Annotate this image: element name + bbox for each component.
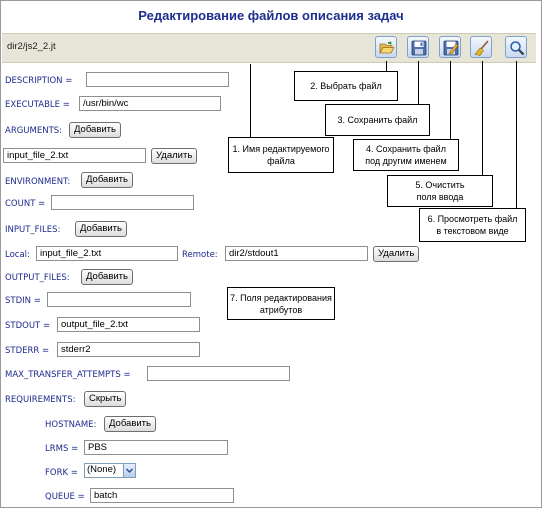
folder-open-icon xyxy=(379,41,395,54)
callout-1-leader xyxy=(250,64,251,137)
save-as-button[interactable] xyxy=(439,36,461,58)
stderr-label: STDERR = xyxy=(5,346,50,356)
broom-icon xyxy=(474,40,489,56)
description-label: DESCRIPTION = xyxy=(5,76,73,86)
file-name: dir2/js2_2.jt xyxy=(7,41,56,52)
max-transfer-attempts-label: MAX_TRANSFER_ATTEMPTS = xyxy=(5,370,131,380)
requirements-hide-button[interactable]: Скрыть xyxy=(84,391,127,407)
stdout-label: STDOUT = xyxy=(5,321,51,331)
chevron-down-icon xyxy=(123,464,135,477)
input-files-label: INPUT_FILES: xyxy=(5,225,61,235)
stdin-input[interactable] xyxy=(47,292,191,307)
callout-6-leader xyxy=(516,61,517,208)
queue-label: QUEUE = xyxy=(45,492,85,502)
callout-attribute-fields: 7. Поля редактирования атрибутов xyxy=(227,287,335,320)
file-toolbar: dir2/js2_2.jt xyxy=(2,33,536,63)
input-files-local-label: Local: xyxy=(5,250,30,260)
callout-clear-fields: 5. Очистить поля ввода xyxy=(387,175,493,207)
view-as-text-button[interactable] xyxy=(505,36,527,58)
input-files-remote-input[interactable]: dir2/stdout1 xyxy=(225,246,368,261)
stdin-label: STDIN = xyxy=(5,296,41,306)
argument-remove-button[interactable]: Удалить xyxy=(151,148,198,164)
floppy-disk-icon xyxy=(411,40,427,56)
callout-2-leader xyxy=(386,61,387,71)
count-label: COUNT = xyxy=(5,199,46,209)
output-files-label: OUTPUT_FILES: xyxy=(5,273,70,283)
count-input[interactable] xyxy=(51,195,194,210)
environment-label: ENVIRONMENT: xyxy=(5,177,71,187)
max-transfer-attempts-input[interactable] xyxy=(147,366,290,381)
callout-5-leader xyxy=(482,61,483,175)
input-files-add-button[interactable]: Добавить xyxy=(75,221,127,237)
save-file-button[interactable] xyxy=(407,36,429,58)
callout-choose-file: 2. Выбрать файл xyxy=(294,71,398,101)
callout-save-as: 4. Сохранить файл под другим именем xyxy=(353,139,459,171)
input-files-remove-button[interactable]: Удалить xyxy=(373,246,420,262)
arguments-label: ARGUMENTS: xyxy=(5,126,63,136)
magnifier-icon xyxy=(510,41,525,56)
callout-save-file: 3. Сохранить файл xyxy=(325,104,430,136)
open-file-button[interactable] xyxy=(375,36,397,58)
environment-add-button[interactable]: Добавить xyxy=(81,172,133,188)
stdout-input[interactable]: output_file_2.txt xyxy=(57,317,200,332)
callout-3-leader xyxy=(418,61,419,104)
callout-file-name: 1. Имя редактируемого файла xyxy=(228,137,334,173)
callout-view-text: 6. Просмотреть файл в текстовом виде xyxy=(419,208,526,242)
input-files-remote-label: Remote: xyxy=(182,250,218,260)
requirements-label: REQUIREMENTS: xyxy=(5,395,76,405)
output-files-add-button[interactable]: Добавить xyxy=(81,269,133,285)
fork-label: FORK = xyxy=(45,468,78,478)
fork-select[interactable]: (None) xyxy=(84,463,136,478)
input-files-local-input[interactable]: input_file_2.txt xyxy=(36,246,178,261)
queue-input[interactable]: batch xyxy=(90,488,234,503)
page-title: Редактирование файлов описания задач xyxy=(138,8,404,23)
stderr-input[interactable]: stderr2 xyxy=(57,342,200,357)
description-input[interactable] xyxy=(86,72,229,87)
clear-fields-button[interactable] xyxy=(470,36,492,58)
lrms-label: LRMS = xyxy=(45,444,79,454)
fork-selected-value: (None) xyxy=(87,464,117,475)
executable-input[interactable]: /usr/bin/wc xyxy=(79,96,221,111)
executable-label: EXECUTABLE = xyxy=(5,100,70,110)
arguments-add-button[interactable]: Добавить xyxy=(69,122,121,138)
hostname-label: HOSTNAME: xyxy=(45,420,97,430)
callout-4-leader xyxy=(450,61,451,139)
hostname-add-button[interactable]: Добавить xyxy=(104,416,156,432)
floppy-disk-pencil-icon xyxy=(443,40,459,56)
argument-input[interactable]: input_file_2.txt xyxy=(3,148,146,163)
lrms-input[interactable]: PBS xyxy=(84,440,228,455)
